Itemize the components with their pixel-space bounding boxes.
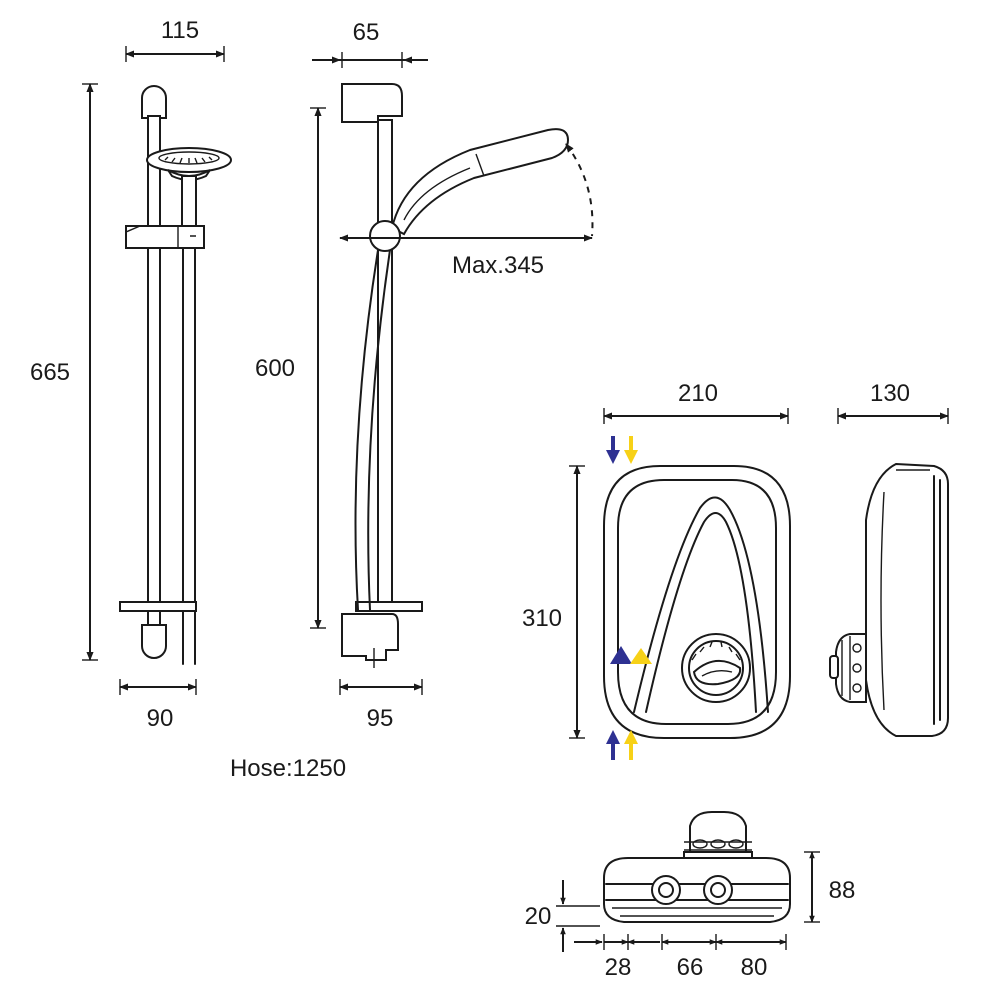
rail-side-view: 65 600 Max.345 95	[255, 19, 594, 732]
rail-front-view: 115 665 90	[30, 17, 232, 732]
side-unit-body	[865, 462, 949, 737]
side-pivot	[369, 220, 401, 252]
unit-bottom-view: 88 20 28 66 80	[525, 811, 856, 981]
hose-front	[182, 247, 196, 665]
hose-length-label: Hose:1250	[230, 755, 346, 782]
dim-rail-height: 665	[30, 359, 70, 386]
dim-rail-width: 115	[161, 17, 199, 44]
dim-bottom-height: 88	[829, 877, 856, 904]
rail-top-cap	[141, 85, 167, 119]
inlet-hot	[703, 875, 733, 905]
slider-bracket	[125, 225, 205, 249]
bottom-unit-body	[603, 857, 791, 923]
dim-rail-base-depth: 95	[367, 705, 394, 732]
dim-unit-width: 210	[678, 380, 718, 407]
rail-rod-main	[147, 247, 161, 603]
shower-head-face	[158, 151, 220, 165]
dim-unit-height: 310	[522, 605, 562, 632]
rail-rod-upper	[147, 115, 161, 227]
water-inlet-bottom-arrows	[606, 730, 638, 760]
shower-head-nozzles	[164, 156, 213, 164]
unit-side-view: 130	[829, 380, 949, 737]
dim-unit-depth: 130	[870, 380, 910, 407]
dim-bracket-height: 600	[255, 355, 295, 382]
bottom-dial	[689, 811, 747, 859]
dial-knurl	[691, 641, 741, 661]
swing-arc	[565, 143, 594, 237]
side-bottom-bracket	[341, 613, 399, 661]
side-bottom-plate	[355, 601, 423, 612]
water-inlet-side-triangles	[610, 646, 652, 664]
unit-swoosh-inner	[645, 512, 757, 713]
dim-inlet-right: 80	[741, 954, 768, 981]
side-unit-dial	[835, 633, 867, 703]
rail-bottom-cap	[141, 624, 167, 659]
inlet-cold	[651, 875, 681, 905]
handset-stem	[181, 175, 197, 227]
rail-bottom-plate	[119, 601, 197, 612]
water-inlet-top-arrows	[606, 436, 638, 464]
dim-inlet-left: 28	[605, 954, 632, 981]
side-rail-rod	[377, 119, 393, 605]
dim-inlet-spacing: 66	[677, 954, 704, 981]
side-top-bracket	[341, 83, 403, 123]
unit-inner-border	[617, 479, 777, 725]
unit-front-view: 210 310	[522, 380, 791, 760]
side-handset	[390, 128, 570, 236]
unit-swoosh-outer	[633, 496, 769, 713]
side-hose	[354, 249, 391, 611]
dim-arm-reach: Max.345	[452, 252, 544, 279]
dim-rail-depth: 65	[353, 19, 380, 46]
dim-bottom-offset: 20	[525, 903, 552, 930]
dim-rail-base-width: 90	[147, 705, 174, 732]
dial-handle	[692, 660, 742, 686]
